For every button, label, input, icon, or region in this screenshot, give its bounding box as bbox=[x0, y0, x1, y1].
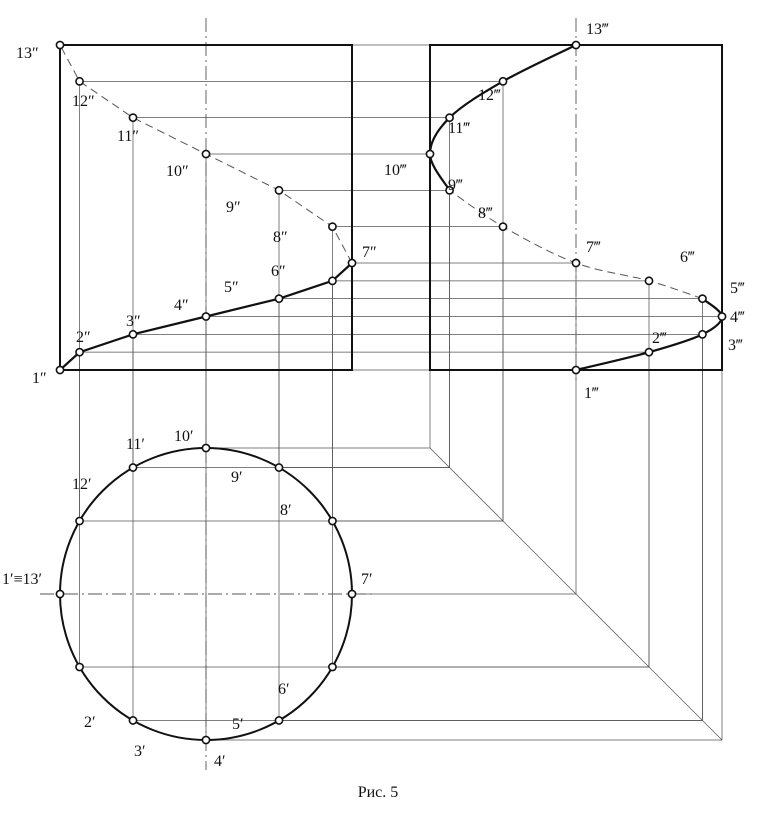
top-label-7: 7′ bbox=[361, 571, 373, 588]
mitre-diagonal bbox=[429, 447, 723, 741]
front-label-4: 4″ bbox=[174, 297, 189, 314]
front-point-1 bbox=[55, 365, 65, 375]
front-label-10: 10″ bbox=[166, 163, 189, 180]
front-point-4 bbox=[201, 312, 211, 321]
front-point-8 bbox=[328, 222, 337, 232]
side-label-2: 2‴ bbox=[652, 330, 667, 347]
front-label-11: 11″ bbox=[117, 128, 139, 145]
top-point-4 bbox=[201, 735, 211, 745]
front-label-3: 3″ bbox=[126, 313, 141, 330]
front-label-5: 5″ bbox=[224, 279, 239, 296]
side-label-9: 9‴ bbox=[448, 177, 463, 194]
front-label-6: 6″ bbox=[271, 263, 286, 280]
projection-lines bbox=[60, 44, 723, 741]
top-point-1 bbox=[55, 589, 65, 599]
top-point-2 bbox=[75, 662, 84, 672]
side-label-10: 10‴ bbox=[384, 162, 407, 179]
front-label-2: 2″ bbox=[76, 329, 91, 346]
front-point-5 bbox=[274, 294, 284, 304]
top-point-7 bbox=[347, 589, 357, 599]
side-label-5: 5‴ bbox=[730, 280, 745, 297]
top-label-2: 2′ bbox=[84, 714, 96, 731]
front-label-8: 8″ bbox=[273, 229, 288, 246]
side-point-5 bbox=[698, 294, 707, 304]
side-point-2 bbox=[644, 347, 654, 357]
top-label-6: 6′ bbox=[278, 681, 290, 698]
top-point-8 bbox=[328, 516, 337, 526]
side-point-7 bbox=[571, 258, 581, 268]
side-point-12 bbox=[498, 76, 508, 86]
side-label-13: 13‴ bbox=[586, 21, 609, 38]
front-label-9: 9″ bbox=[226, 199, 241, 216]
side-point-6 bbox=[644, 276, 654, 286]
side-label-6: 6‴ bbox=[680, 249, 695, 266]
top-point-12 bbox=[75, 516, 84, 526]
front-point-10 bbox=[201, 149, 211, 159]
top-label-8: 8′ bbox=[280, 502, 292, 519]
side-label-12: 12‴ bbox=[478, 87, 501, 104]
side-point-9 bbox=[445, 185, 454, 195]
front-view-labels: 1″ 2″ 3″ 4″ 5″ 6″ 7″ 8″ 9″ 10″ 11″ 12″ 1… bbox=[16, 45, 377, 387]
top-point-3 bbox=[128, 716, 138, 725]
side-point-3 bbox=[698, 329, 707, 339]
top-label-1-13: 1′≡13′ bbox=[2, 571, 42, 588]
front-label-7: 7″ bbox=[362, 244, 377, 261]
front-point-6 bbox=[328, 276, 337, 286]
side-label-11: 11‴ bbox=[448, 120, 470, 137]
figure-caption: Рис. 5 bbox=[358, 784, 399, 801]
side-point-1 bbox=[571, 365, 581, 375]
top-label-3: 3′ bbox=[134, 743, 146, 760]
top-label-10: 10′ bbox=[174, 428, 194, 445]
side-point-10 bbox=[425, 149, 435, 159]
top-label-9: 9′ bbox=[231, 469, 243, 486]
side-label-3: 3‴ bbox=[728, 337, 743, 354]
front-label-13: 13″ bbox=[16, 45, 39, 62]
top-view-labels: 1′≡13′ 2′ 3′ 4′ 5′ 6′ 7′ 8′ 9′ 10′ 11′ 1… bbox=[2, 428, 373, 770]
top-point-10 bbox=[201, 443, 211, 453]
side-label-4: 4‴ bbox=[730, 309, 745, 326]
front-point-3 bbox=[128, 329, 138, 339]
front-label-1: 1″ bbox=[32, 370, 47, 387]
top-label-5: 5′ bbox=[232, 716, 244, 733]
front-label-12: 12″ bbox=[72, 93, 95, 110]
top-label-12: 12′ bbox=[72, 476, 92, 493]
top-label-4: 4′ bbox=[214, 753, 226, 770]
frames bbox=[59, 44, 723, 371]
side-view-labels: 1‴ 2‴ 3‴ 4‴ 5‴ 6‴ 7‴ 8‴ 9‴ 10‴ 11‴ 12‴ 1… bbox=[384, 21, 745, 402]
front-point-9 bbox=[274, 185, 284, 195]
side-label-8: 8‴ bbox=[478, 205, 493, 222]
side-label-1: 1‴ bbox=[584, 385, 599, 402]
front-point-11 bbox=[128, 113, 138, 123]
top-label-11: 11′ bbox=[126, 436, 145, 453]
side-point-4 bbox=[717, 312, 727, 321]
front-point-13 bbox=[55, 40, 65, 50]
front-point-12 bbox=[75, 76, 84, 86]
side-point-11 bbox=[445, 113, 454, 123]
front-point-7 bbox=[347, 258, 357, 268]
top-point-11 bbox=[128, 463, 138, 472]
front-point-2 bbox=[75, 347, 84, 357]
construction-points bbox=[55, 40, 727, 745]
top-point-6 bbox=[328, 662, 337, 672]
front-view-frame bbox=[59, 44, 353, 371]
side-label-7: 7‴ bbox=[586, 239, 601, 256]
side-point-8 bbox=[498, 222, 508, 232]
side-point-13 bbox=[571, 40, 581, 50]
top-point-5 bbox=[274, 716, 284, 725]
top-point-9 bbox=[274, 463, 284, 472]
